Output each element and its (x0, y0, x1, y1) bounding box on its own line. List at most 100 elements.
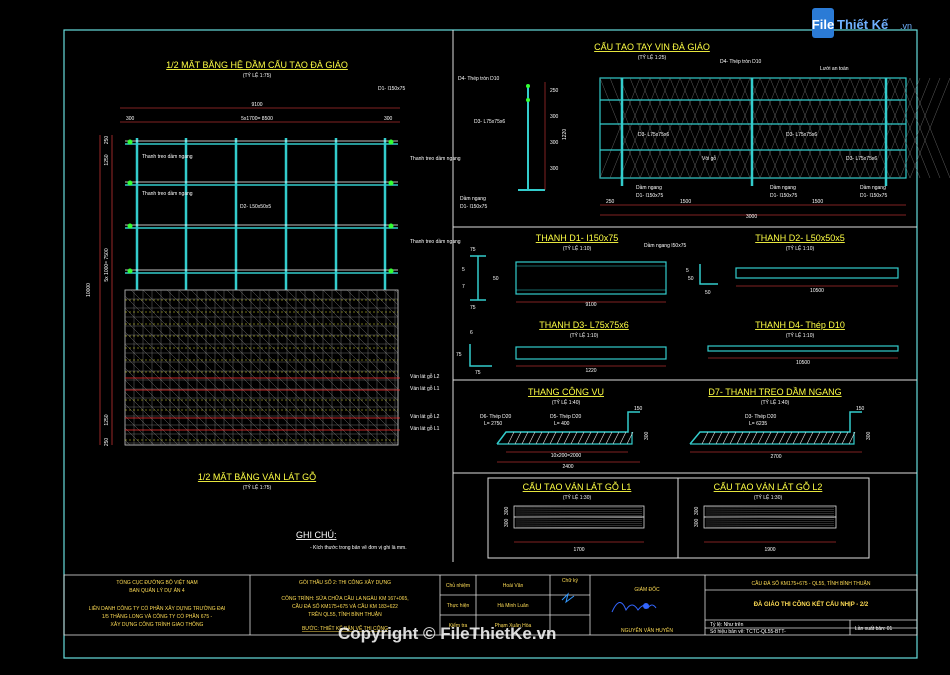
hanger-scale: (TỶ LỆ 1:40) (761, 398, 790, 406)
tb-name-3: Phạm Xuân Hòa (495, 623, 532, 629)
bar-d1-length: 9100 (585, 302, 596, 308)
railing-label-d4b: D4- Thép tròn D10 (720, 59, 762, 65)
bar-d3-section (469, 344, 492, 367)
tb-role-3: Kiểm tra (449, 622, 468, 629)
plan-side-dim-d: 250 (104, 438, 110, 447)
stair-outline (496, 411, 640, 445)
logo-tld: .vn (900, 21, 912, 31)
bar-d3-length: 1220 (585, 368, 596, 374)
plan-hanger-label-4: Thanh treo dầm ngang (410, 239, 461, 245)
note-text: - Kích thước trong bản vẽ đơn vị ghi là … (310, 545, 407, 551)
plank-l2-width: 1900 (764, 547, 775, 553)
plank-plan-mesh (124, 289, 399, 446)
hanger-dim-3: 2700 (770, 454, 781, 460)
bar-d2-length: 10500 (810, 288, 824, 294)
railing-label-b3: Dầm ngang (860, 185, 886, 191)
tb-project-3: TRÊN QL55, TỈNH BÌNH THUẬN (308, 610, 382, 618)
stair-rungs (507, 431, 634, 445)
tb-bridge: CẦU ĐÁ SỐ KM175+675 - QL55, TỈNH BÌNH TH… (752, 580, 871, 587)
hanger-hatch (701, 431, 856, 445)
tb-signature-mark (561, 592, 657, 613)
logo-brand-2: Thiết Kế (837, 17, 889, 32)
bar-d4-length: 10500 (796, 360, 810, 366)
railing-dim-total-h: 1220 (562, 129, 568, 140)
railing-dim-total-w: 3000 (746, 214, 757, 220)
railing-dim-h2: 300 (550, 114, 559, 120)
plan-top-dim-span: 5x1700= 8500 (241, 116, 273, 122)
stair-scale: (TỶ LỆ 1:40) (552, 398, 581, 406)
railing-safety-net (599, 77, 950, 179)
plan-top-title: 1/2 MẶT BẰNG HỆ DẦM CẤU TẠO ĐÀ GIÁO (166, 60, 348, 70)
plank-l2-scale: (TỶ LỆ 1:30) (754, 493, 783, 501)
tb-drawing-number: Số hiệu bản vẽ: TCTC-QL55-BTT- (710, 629, 786, 635)
stair-title: THANG CÔNG VỤ (528, 387, 604, 397)
railing-label-post: Vòi gỗ (702, 155, 716, 162)
stair-hanger-group: THANG CÔNG VỤ (TỶ LỆ 1:40) D6- Thép D20 … (480, 387, 872, 470)
tb-stamp (643, 603, 649, 609)
tb-role-2: Thực hiện (447, 603, 470, 609)
bar-d1-note: Dầm ngang I50x75 (644, 243, 686, 249)
railing-label-d3b: D3- L75x75x6 (638, 132, 669, 138)
planks-group: CẤU TẠO VÁN LÁT GỖ L1 (TỶ LỆ 1:30) 300 3… (504, 481, 837, 553)
tb-role-1: Chủ nhiệm (446, 582, 470, 589)
bar-d3-scale: (TỶ LỆ 1:10) (570, 331, 599, 339)
railing-label-b1s: D1- I150x75 (636, 193, 663, 199)
stair-dim-1: 150 (634, 406, 643, 412)
tb-project-2: CẦU ĐÁ SỐ KM175+675 VÀ CẦU KM 183+622 (292, 603, 398, 610)
plan-top-group: 1/2 MẶT BẰNG HỆ DẦM CẤU TẠO ĐÀ GIÁO (TỶ … (86, 60, 461, 551)
outer-frame (63, 29, 918, 659)
stair-dim-4: 2400 (562, 464, 573, 470)
tb-contractor-3: XÂY DỰNG CÔNG TRÌNH GIAO THÔNG (111, 621, 204, 628)
bar-d3-elevation (515, 346, 667, 360)
title-block: TỔNG CỤC ĐƯỜNG BỘ VIỆT NAM BAN QUẢN LÝ D… (63, 574, 918, 636)
stair-label-2: D5- Thép D20 (550, 414, 582, 420)
tb-name-1: Hoài Văn (503, 583, 524, 589)
tb-step: BƯỚC: THIẾT KẾ BẢN VẼ THI CÔNG (302, 625, 388, 632)
hanger-dim-1: 150 (856, 406, 865, 412)
bar-d1-s5: 7 (462, 284, 465, 290)
tb-director: GIÁM ĐỐC (634, 586, 660, 593)
railing-label-beam: Dầm ngang (460, 196, 486, 202)
tb-owner-2: BAN QUẢN LÝ DỰ ÁN 4 (129, 587, 185, 594)
plank-l1-width: 1700 (573, 547, 584, 553)
bar-d3-title: THANH D3- L75x75x6 (539, 320, 629, 330)
plank-plan-label-l2a: Ván lát gỗ L2 (410, 373, 440, 380)
railing-label-b2s: D1- I150x75 (770, 193, 797, 199)
bar-d4-title: THANH D4- Thép D10 (755, 320, 845, 330)
stair-label-2b: L= 400 (554, 421, 570, 427)
hanger-outline (689, 411, 862, 445)
plan-side-dim-total: 10000 (86, 283, 92, 297)
railing-label-mesh: Lưới an toàn (820, 66, 849, 72)
tb-director-name: NGUYỄN VĂN HUYÊN (621, 626, 673, 634)
railing-scale: (TỶ LỆ 1:25) (638, 53, 667, 61)
railing-group: CẤU TẠO TAY VỊN ĐÀ GIÁO (TỶ LỆ 1:25) D4-… (458, 42, 950, 220)
tb-project-1: CÔNG TRÌNH: SỬA CHỮA CẦU LA NGÀU KM 167+… (281, 595, 408, 602)
railing-label-b1: Dầm ngang (636, 185, 662, 191)
railing-dim-w1: 250 (606, 199, 615, 205)
stair-dim-2: 300 (644, 431, 650, 440)
copyright-watermark: Copyright © FileThietKe.vn (338, 624, 557, 643)
bar-d2-title: THANH D2- L50x50x5 (755, 233, 845, 243)
plan-side-dim-mid: 5x 1000= 7500 (104, 248, 110, 281)
railing-label-d1: D1- I150x75 (460, 204, 487, 210)
bar-d1-s1: 75 (470, 247, 476, 253)
plank-plan-red-lines (125, 377, 400, 431)
plan-top-d1-label: D1- I150x75 (378, 86, 405, 92)
bar-d3-s1: 6 (470, 330, 473, 336)
hanger-title: D7- THANH TREO DẦM NGANG (708, 387, 841, 397)
plank-plan-label-l2b: Ván lát gỗ L2 (410, 413, 440, 420)
bar-d1-elevation (515, 261, 667, 295)
logo-brand: File (812, 17, 834, 32)
stair-label-1b: L= 2750 (484, 421, 502, 427)
plan-top-dim-edge-right: 300 (384, 116, 393, 122)
plan-top-crossbars (125, 140, 398, 271)
plank-l1-h1: 300 (504, 506, 510, 515)
railing-dim-w3: 1500 (812, 199, 823, 205)
bar-d2-section (699, 264, 718, 285)
plan-side-dim-b: 1250 (104, 414, 110, 425)
plan-hanger-label-3: Thanh treo dầm ngang (410, 156, 461, 162)
plan-bottom-scale: (TỶ LỆ 1:75) (243, 483, 272, 491)
tb-contractor-1: LIÊN DANH CÔNG TY CỔ PHẦN XÂY DỰNG TRƯỜN… (89, 604, 226, 612)
hanger-label-1b: L= 6235 (749, 421, 767, 427)
bar-d2-s2: 50 (688, 276, 694, 282)
